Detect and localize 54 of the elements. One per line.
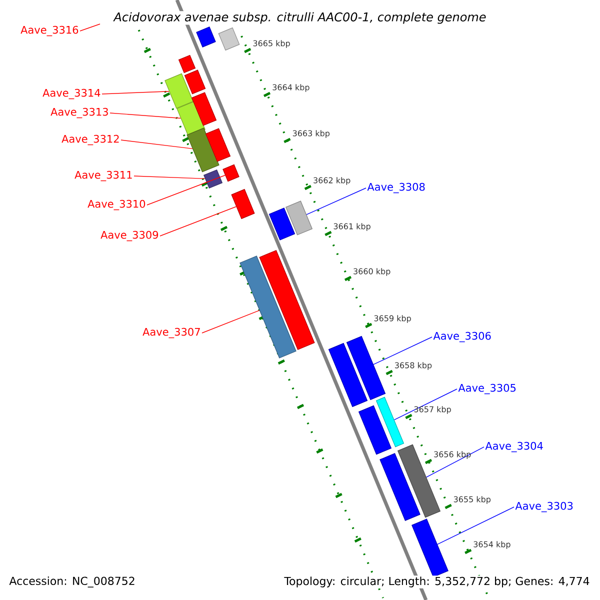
scale-label: 3654 kbp [474, 541, 510, 549]
gene-bar [178, 54, 196, 74]
gene-label: Aave_3304 [485, 442, 543, 452]
leader-line [102, 91, 170, 94]
scale-label: 3657 kbp [414, 406, 451, 414]
gene-bar [380, 453, 420, 521]
gene-label: Aave_3305 [458, 384, 516, 394]
gene-bar [164, 73, 194, 109]
gene-bar [412, 518, 448, 578]
leader-line [426, 446, 484, 478]
scale-label: 3659 kbp [374, 315, 411, 323]
gene-bar [222, 164, 240, 182]
leader-line [373, 336, 432, 365]
leader-line [306, 188, 366, 215]
gene-bar [240, 256, 296, 358]
gene-bar [186, 128, 220, 172]
gene-label: Aave_3310 [88, 200, 146, 210]
gene-label: Aave_3309 [100, 230, 158, 242]
gene-bar [184, 70, 206, 94]
gene-label: Aave_3303 [515, 502, 573, 512]
leader-line [146, 174, 226, 206]
gene-bar [191, 92, 217, 126]
scale-label: 3661 kbp [334, 223, 370, 231]
gene-bar [196, 26, 216, 48]
leader-line [134, 176, 206, 180]
gene-label: Aave_3312 [62, 134, 119, 146]
gene-label: Aave_3308 [367, 182, 425, 194]
scale-label: 3663 kbp [292, 130, 330, 138]
scale-label: 3662 kbp [314, 177, 350, 185]
gene-label: Aave_3306 [433, 332, 491, 342]
gene-label: Aave_3316 [20, 26, 78, 36]
scale-label: 3664 kbp [272, 84, 310, 92]
leader-line [110, 112, 181, 119]
scale-label: 3658 kbp [395, 362, 432, 370]
scale-label: 3655 kbp [454, 496, 491, 504]
leader-line [437, 506, 514, 545]
gene-label: Aave_3311 [74, 170, 132, 182]
leader-line [160, 206, 237, 236]
leader-line [394, 388, 458, 420]
gene-bar [268, 208, 296, 240]
title: Acidovorax avenae subsp. citrulli AAC00-1, complete genome [112, 11, 488, 25]
scale-label: 3665 kbp [253, 40, 290, 48]
accession-label: Accession: NC_008752 [9, 576, 134, 588]
leader-line [80, 24, 100, 32]
scale-label: 3656 kbp [434, 451, 471, 459]
genome-info: Topology: circular; Length: 5,352,772 bp; Genes: 4,774 [283, 576, 591, 588]
scale-label: 3660 kbp [354, 268, 390, 276]
leader-line [120, 140, 193, 150]
gene-label: Aave_3314 [42, 88, 100, 100]
leader-line [202, 310, 260, 334]
gene-label: Aave_3307 [142, 328, 200, 338]
gene-bar [205, 128, 231, 162]
gene-bar [376, 396, 404, 448]
gene-label: Aave_3313 [50, 108, 108, 118]
